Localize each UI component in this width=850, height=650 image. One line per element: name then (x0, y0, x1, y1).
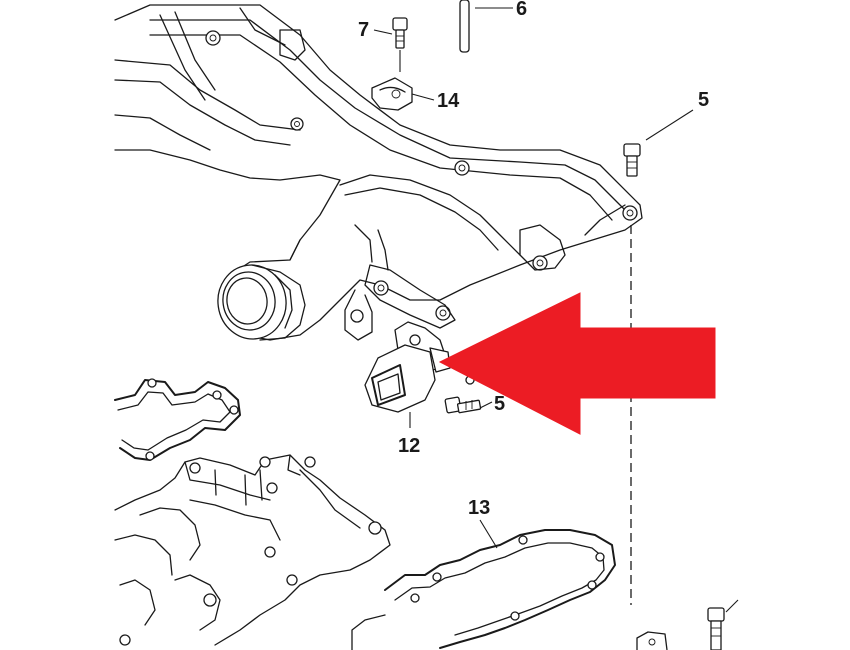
intake-inlet-flange (217, 264, 306, 341)
highlight-arrow-icon (438, 292, 716, 435)
callout-14: 14 (437, 90, 460, 112)
callout-6: 6 (516, 0, 527, 20)
lower-intake-section (114, 454, 391, 646)
part-5-bolt-top (623, 109, 694, 177)
part-12-sensor (364, 321, 475, 428)
callout-7: 7 (358, 19, 369, 41)
left-gasket (114, 378, 241, 461)
part-13-gasket (351, 519, 616, 650)
part-5-bolt-mid (444, 396, 493, 414)
callout-5-top: 5 (698, 89, 709, 111)
callout-13: 13 (468, 497, 490, 519)
part-7-bolt (373, 17, 408, 72)
intake-manifold (114, 4, 643, 341)
callout-5-mid: 5 (494, 393, 505, 415)
part-14-clip (371, 77, 435, 111)
bottom-right-hardware (636, 599, 739, 650)
callout-12: 12 (398, 435, 420, 457)
part-6-rod (459, 0, 513, 53)
